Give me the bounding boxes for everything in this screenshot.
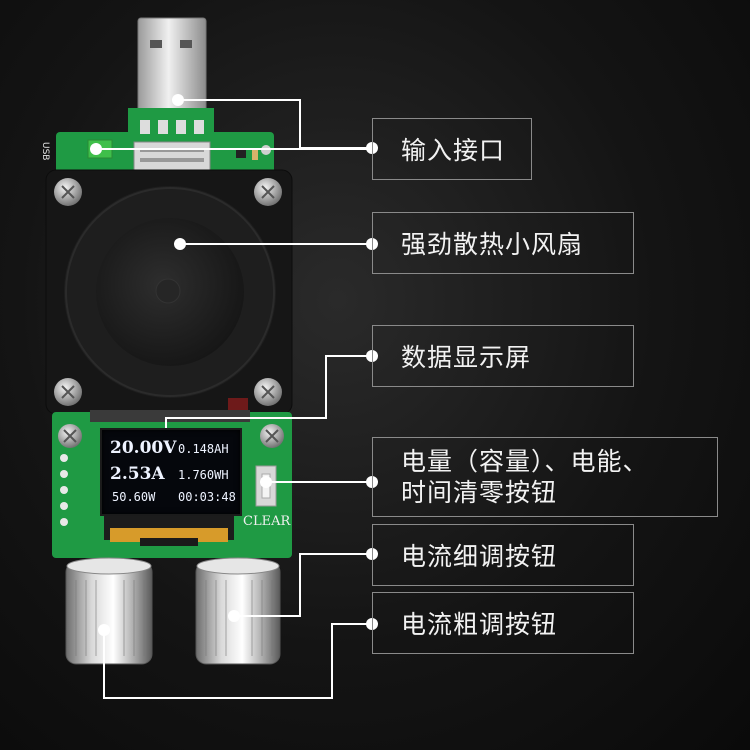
lcd-voltage: 20.00V	[110, 438, 177, 458]
callout-input-port-label: 输入接口	[401, 136, 506, 165]
leader-fine	[234, 553, 372, 617]
lcd-power: 50.60W	[112, 490, 156, 504]
leader-lines	[96, 99, 372, 699]
coarse-knob	[65, 557, 153, 665]
usb-silk-left: USB	[40, 142, 50, 161]
callout-display: 数据显示屏	[372, 325, 634, 387]
callout-clear: 电量（容量）、电能、 时间清零按钮	[372, 437, 718, 517]
lcd-energy: 1.760WH	[178, 468, 229, 482]
callout-coarse: 电流粗调按钮	[372, 592, 634, 654]
lcd-current: 2.53A	[110, 464, 165, 484]
callout-fan-label: 强劲散热小风扇	[401, 230, 584, 259]
callout-coarse-label: 电流粗调按钮	[401, 610, 558, 639]
leader-dots	[90, 94, 378, 636]
callout-fan: 强劲散热小风扇	[372, 212, 634, 274]
leader-coarse	[103, 623, 372, 699]
usb-plug	[135, 17, 209, 118]
lcd-time: 00:03:48	[178, 490, 236, 504]
callout-fine: 电流细调按钮	[372, 524, 634, 586]
callout-display-label: 数据显示屏	[401, 343, 532, 372]
clear-silk-label: CLEAR	[243, 514, 291, 529]
callout-clear-label: 电量（容量）、电能、 时间清零按钮	[401, 447, 649, 507]
cooling-fan	[45, 169, 293, 415]
lcd-capacity: 0.148AH	[178, 442, 229, 456]
upper-pcb	[56, 108, 274, 176]
callout-fine-label: 电流细调按钮	[401, 542, 558, 571]
lcd-display: 20.00V 0.148AH 2.53A 1.760WH 50.60W 00:0…	[100, 428, 242, 516]
callout-input-port: 输入接口	[372, 118, 532, 180]
fine-knob	[195, 557, 281, 665]
